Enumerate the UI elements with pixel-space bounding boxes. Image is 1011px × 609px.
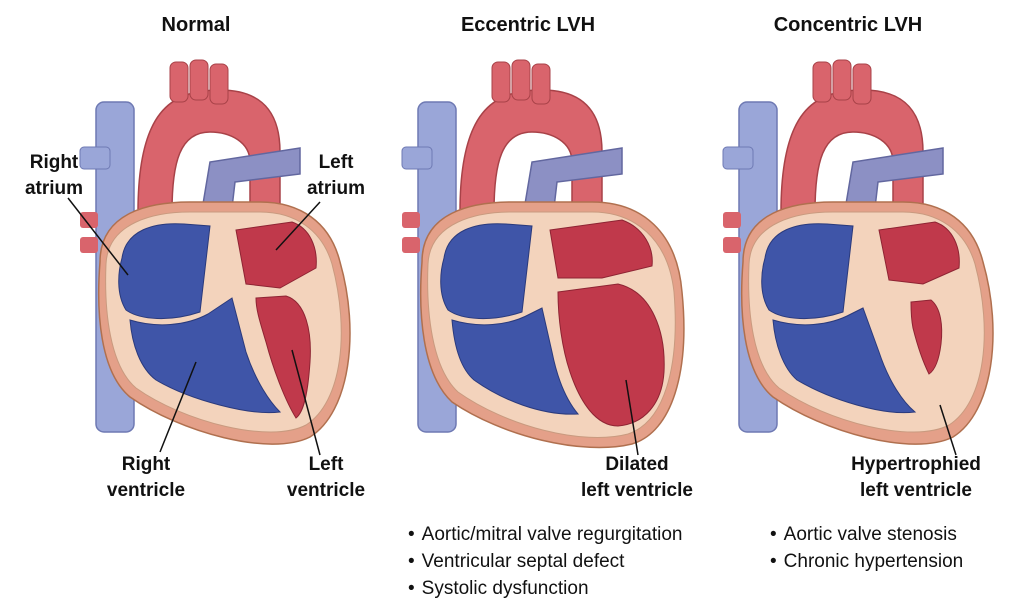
panel-title-eccentric-lvh: Eccentric LVH [460, 14, 596, 36]
panel-title-normal: Normal [161, 14, 231, 36]
right-atrium-chamber [118, 223, 211, 320]
concentric-lvh-causes-list: Aortic valve stenosis Chronic hypertensi… [770, 521, 964, 575]
label-left-ventricle: Left ventricle [286, 454, 366, 501]
list-item: Ventricular septal defect [408, 548, 682, 575]
label-hypertrophied-left-ventricle: Hypertrophied left ventricle [851, 454, 981, 501]
panel-title-concentric-lvh: Concentric LVH [773, 14, 923, 36]
list-item: Aortic valve stenosis [770, 521, 963, 548]
label-left-atrium: Left atrium [306, 152, 366, 199]
hypertrophied-left-ventricle-chamber [910, 299, 943, 375]
heart-normal-illustration [79, 59, 351, 445]
heart-concentric-lvh-illustration [722, 59, 994, 445]
list-item: Systolic dysfunction [408, 575, 682, 602]
eccentric-lvh-causes-list: Aortic/mitral valve regurgitation Ventri… [408, 521, 683, 602]
label-right-atrium: Right atrium [24, 152, 84, 199]
label-right-ventricle: Right ventricle [106, 454, 186, 501]
list-item: Aortic/mitral valve regurgitation [408, 521, 683, 548]
label-dilated-left-ventricle: Dilated left ventricle [581, 454, 693, 501]
heart-eccentric-lvh-illustration [401, 59, 685, 449]
list-item: Chronic hypertension [770, 548, 964, 575]
